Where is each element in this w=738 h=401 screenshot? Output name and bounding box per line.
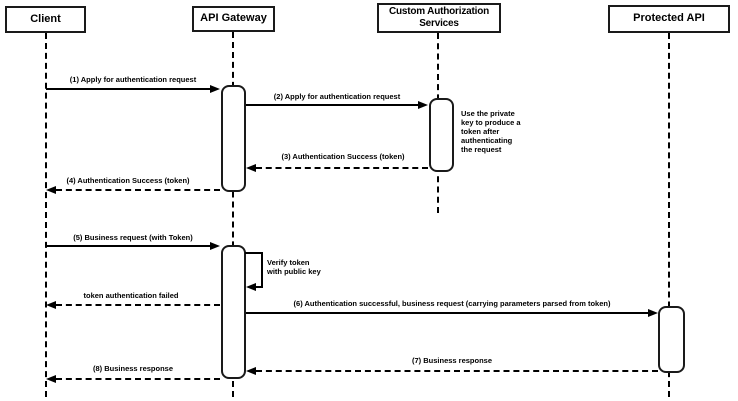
self-message-bottom-line: [256, 286, 263, 288]
lifeline-protected-api: [668, 33, 670, 397]
self-message-label: Verify token with public key: [267, 258, 321, 276]
arrowhead-left-icon: [246, 164, 256, 172]
arrowhead-left-icon: [246, 283, 256, 291]
message-2-label: (2) Apply for authentication request: [273, 92, 401, 101]
activation-api-gateway-2: [221, 245, 246, 379]
message-10-line: [56, 378, 220, 380]
message-3-label: (3) Authentication Success (token): [281, 152, 405, 161]
arrowhead-right-icon: [210, 242, 220, 250]
arrowhead-right-icon: [210, 85, 220, 93]
self-message-top-line: [245, 252, 263, 254]
arrowhead-left-icon: [46, 186, 56, 194]
message-3-line: [256, 167, 428, 169]
message-5-line: [46, 245, 210, 247]
message-8-label: (6) Authentication successful, business …: [293, 299, 611, 308]
message-10-label: (8) Business response: [92, 364, 174, 373]
arrowhead-left-icon: [46, 301, 56, 309]
note-private-key: Use the private key to produce a token a…: [461, 109, 521, 154]
message-4-line: [56, 189, 220, 191]
message-7-label: token authentication failed: [83, 291, 179, 300]
activation-api-gateway-1: [221, 85, 246, 192]
self-message-side-line: [261, 252, 263, 287]
arrowhead-right-icon: [418, 101, 428, 109]
message-9-line: [256, 370, 658, 372]
participant-api-gateway: API Gateway: [192, 6, 275, 32]
message-2-line: [246, 104, 418, 106]
message-1-line: [46, 88, 210, 90]
message-4-label: (4) Authentication Success (token): [66, 176, 190, 185]
message-1-label: (1) Apply for authentication request: [69, 75, 197, 84]
activation-custom-authorization-services: [429, 98, 454, 172]
arrowhead-right-icon: [648, 309, 658, 317]
message-8-line: [246, 312, 648, 314]
participant-client: Client: [5, 6, 86, 33]
message-7-line: [56, 304, 220, 306]
lifeline-client: [45, 33, 47, 397]
message-5-label: (5) Business request (with Token): [73, 233, 193, 242]
activation-protected-api: [658, 306, 685, 373]
arrowhead-left-icon: [246, 367, 256, 375]
arrowhead-left-icon: [46, 375, 56, 383]
lifeline-api-gateway: [232, 32, 234, 397]
participant-custom-authorization-services: Custom Authorization Services: [377, 3, 501, 33]
participant-protected-api: Protected API: [608, 5, 730, 33]
message-9-label: (7) Business response: [411, 356, 493, 365]
